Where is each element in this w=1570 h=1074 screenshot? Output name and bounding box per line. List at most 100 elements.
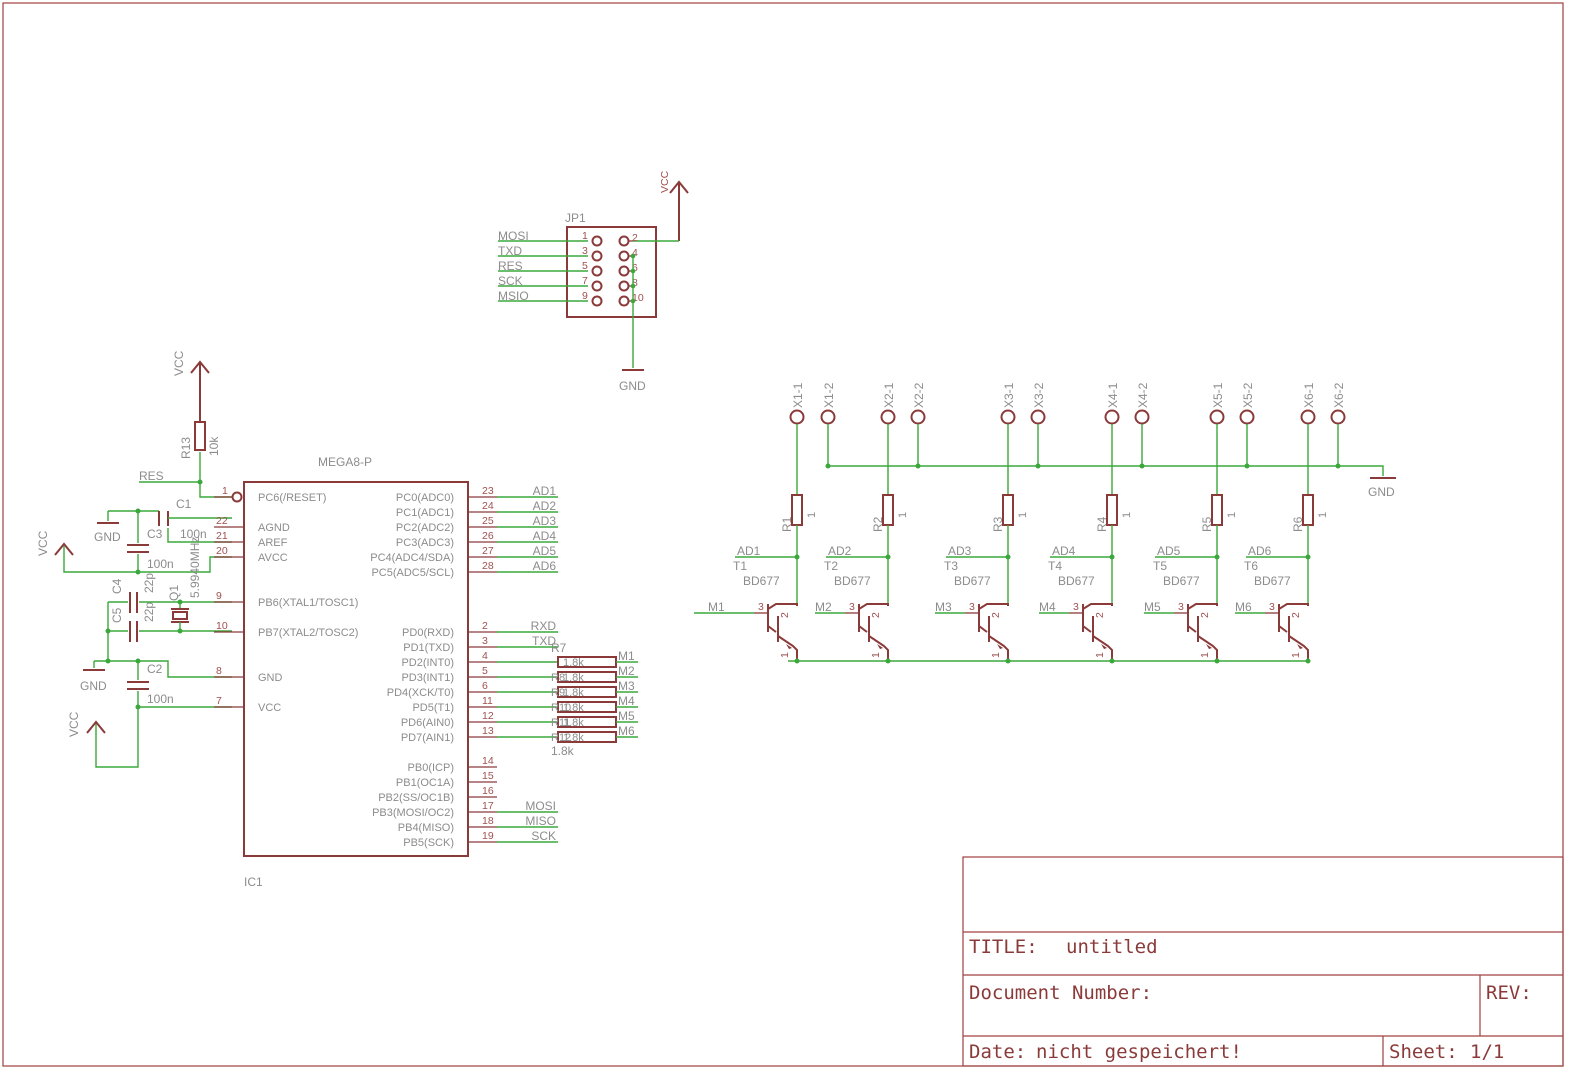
q1-name: Q1 [167, 585, 181, 601]
connector-x-pin2-label: X1-2 [822, 382, 836, 408]
ic1-right-pin-label: PC2(ADC2) [396, 522, 454, 534]
transistor-emitter-lead-2 [988, 635, 1009, 661]
motor-resistor-value: 1.8k [551, 744, 575, 758]
transistor-emitter-lead-2 [1197, 635, 1218, 661]
ic1-left-pin-label: PC6(/RESET) [258, 492, 326, 504]
c3-vcc-wire [63, 546, 139, 573]
jp1-even-pin-number: 10 [632, 292, 644, 304]
reset-inverter-bubble [231, 491, 243, 503]
ic1-net-label: RXD [531, 619, 557, 633]
ic1-right-pin-number: 23 [482, 485, 494, 497]
transistor-name: T4 [1048, 559, 1062, 573]
emitter-junction [794, 658, 800, 664]
jp1-pad-even [618, 265, 630, 277]
jp1-pad-odd [591, 250, 603, 262]
motor-net-label: M6 [618, 724, 635, 738]
transistor-collector-lead [1278, 603, 1309, 610]
c2-value: 100n [147, 692, 174, 706]
motor-net-label: M3 [618, 679, 635, 693]
connector-x-pin2-label: X4-2 [1136, 382, 1150, 408]
motor-resistor-value-inline: 1.8k [563, 717, 584, 729]
emitter-junction [885, 658, 891, 664]
ic1-right-pin-number: 6 [482, 680, 488, 692]
connector-x-pin1 [1209, 409, 1225, 425]
jp1-pad-even [618, 295, 630, 307]
connector-x-pin2-label: X3-2 [1032, 382, 1046, 408]
x2-rail-junction [915, 463, 921, 469]
ic1-net-label: AD2 [533, 499, 557, 513]
connector-x-pin2 [820, 409, 836, 425]
ic1-left-pins: 1PC6(/RESET)22AGND21AREF20AVCC9PB6(XTAL1… [214, 485, 358, 714]
transistor-emitter-pin-number: 1 [1094, 652, 1106, 658]
ic1-right-pin-label: PC4(ADC4/SDA) [370, 552, 454, 564]
ic1-right-pin-number: 13 [482, 725, 494, 737]
transistor-emitter-lead-1 [978, 625, 988, 633]
transistor-collector-pin-number: 2 [779, 612, 791, 618]
connector-x-pin2 [910, 409, 926, 425]
ad-net-label: AD5 [1157, 544, 1181, 558]
ic1-left-pin-label: AGND [258, 522, 290, 534]
jp1-gnd-junction [630, 298, 636, 304]
ic1-right-pin-number: 19 [482, 830, 494, 842]
ic1-left-pin-number: 1 [222, 485, 228, 497]
ic1-net-label: AD5 [533, 544, 557, 558]
ic1-right-pin-number: 3 [482, 635, 488, 647]
q1-junction-b [177, 628, 183, 634]
gnd-junction-a [105, 658, 111, 664]
connector-x-pin2 [1330, 409, 1346, 425]
ic1-right-pin-number: 25 [482, 515, 494, 527]
r13-value: 10k [207, 436, 221, 456]
ic1-right-pin-number: 15 [482, 770, 494, 782]
connector-x-pin2 [1134, 409, 1150, 425]
transistor-value: BD677 [1163, 574, 1200, 588]
jp1-pad-odd [591, 295, 603, 307]
motor-net-label: M5 [618, 709, 635, 723]
ic1-value: MEGA8-P [318, 455, 372, 469]
ic1-right-pin-label: PD4(XCK/T0) [387, 687, 454, 699]
connector-x-pin1 [1104, 409, 1120, 425]
document-number-label: Document Number: [969, 982, 1152, 1004]
transistor-emitter-lead-1 [1278, 625, 1288, 633]
transistor-emitter-pin-number: 1 [1199, 652, 1211, 658]
c5-value: 22p [142, 602, 156, 622]
jp1-gnd-junction [630, 268, 636, 274]
ic1-name: IC1 [244, 875, 263, 889]
ic1-right-pin-number: 11 [482, 695, 493, 707]
ad-net-label: AD4 [1052, 544, 1076, 558]
jp1-net-label: MSIO [498, 289, 529, 303]
q1-value: 5.9940MHz [188, 537, 202, 598]
gnd-label-c1: GND [94, 530, 121, 544]
title-label: TITLE: [969, 936, 1038, 958]
jp1-pad-odd [591, 235, 603, 247]
driver-resistor-name: R1 [780, 516, 794, 532]
ic1-left-pin-number: 8 [216, 665, 222, 677]
ic1-left-pin-label: VCC [258, 702, 281, 714]
date-value: nicht gespeichert! [1036, 1041, 1242, 1063]
jp1-pad-odd [591, 280, 603, 292]
transistor-name: T5 [1153, 559, 1167, 573]
motor-resistor-value-inline: 1.8k [563, 657, 584, 669]
ic1-left-pin-number: 10 [216, 620, 228, 632]
r13-body [194, 421, 206, 451]
ic1-right-pin-label: PD1(TXD) [403, 642, 454, 654]
vcc-junction [135, 704, 141, 710]
ic1-right-pin-label: PB5(SCK) [403, 837, 454, 849]
r7-name: R7 [551, 641, 567, 655]
ad-net-label: AD3 [948, 544, 972, 558]
motor-resistor-name: R12 [551, 732, 571, 744]
motor-net-label: M5 [1144, 600, 1161, 614]
jp1-even-pin-number: 2 [632, 232, 638, 244]
transistor-emitter-lead-2 [1092, 635, 1113, 661]
x2-rail-junction [1244, 463, 1250, 469]
ic1-right-pin-number: 16 [482, 785, 494, 797]
ic1-net-label: TXD [532, 634, 556, 648]
motor-net-label: M4 [1039, 600, 1056, 614]
res-net-label: RES [139, 469, 164, 483]
transistor-collector-pin-number: 2 [1094, 612, 1106, 618]
ic1-left-pin-label: PB6(XTAL1/TOSC1) [258, 597, 358, 609]
ad-net-label: AD2 [828, 544, 852, 558]
transistor-base-pin-number: 3 [758, 601, 764, 613]
